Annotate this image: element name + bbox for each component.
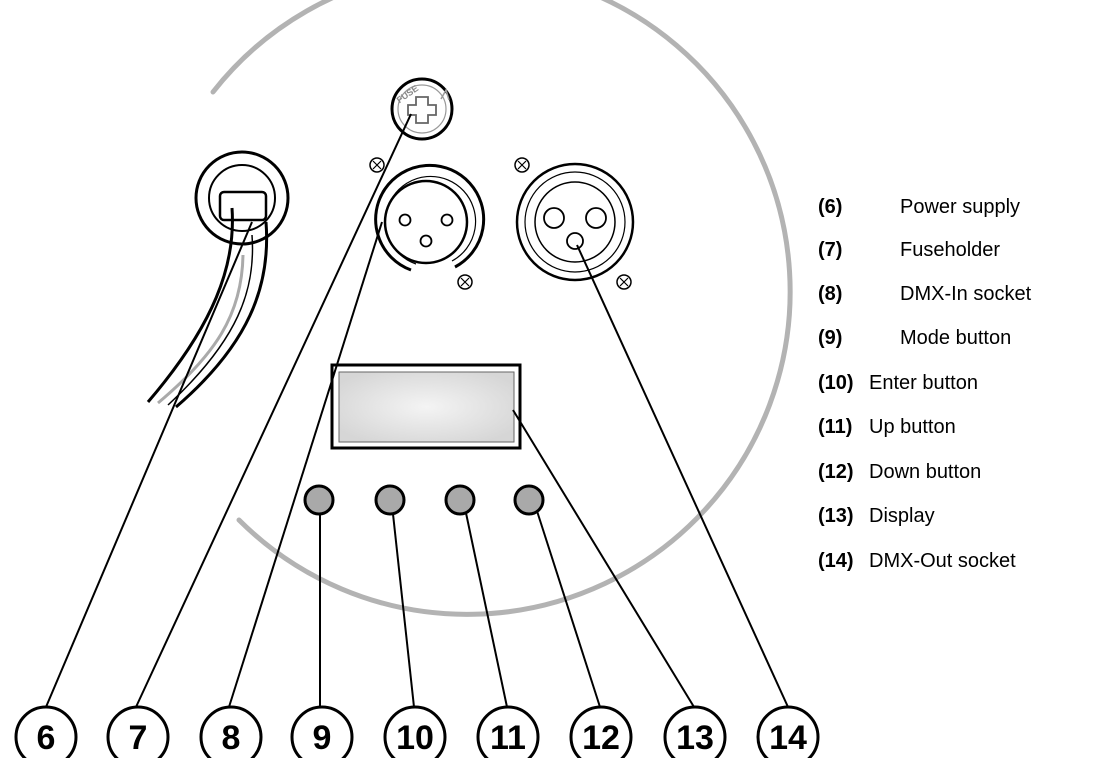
legend-label: Display bbox=[869, 505, 935, 527]
callout-10-number: 10 bbox=[396, 719, 434, 757]
legend-item: (7) Fuseholder bbox=[818, 239, 1000, 261]
legend-label: Enter button bbox=[869, 372, 978, 394]
callout-11: 11 bbox=[476, 705, 540, 758]
legend-item: (8) DMX-In socket bbox=[818, 283, 1032, 305]
legend-item: (6) Power supply bbox=[818, 196, 1020, 218]
down-button bbox=[513, 484, 545, 516]
legend-label: Mode button bbox=[900, 327, 1011, 349]
callout-14-number: 14 bbox=[769, 719, 807, 757]
legend: (6) Power supply (7) Fuseholder (8) DMX-… bbox=[818, 196, 1032, 572]
legend-number: (13) bbox=[818, 505, 854, 527]
legend-label: DMX-Out socket bbox=[869, 550, 1016, 572]
fuseholder: FUSE bbox=[390, 77, 454, 141]
callout-11-number: 11 bbox=[490, 719, 526, 757]
legend-number: (9) bbox=[818, 327, 842, 349]
housing-outline bbox=[210, 0, 793, 617]
legend-item: (11) Up button bbox=[818, 416, 956, 438]
callout-7: 7 bbox=[106, 705, 170, 758]
callout-14: 14 bbox=[756, 705, 820, 758]
up-button bbox=[444, 484, 476, 516]
display bbox=[330, 363, 522, 450]
dmx-out-socket bbox=[514, 157, 635, 290]
callouts: 6 7 8 9 10 11 12 13 bbox=[14, 705, 820, 758]
dmx-in-socket bbox=[369, 157, 486, 290]
callout-13-number: 13 bbox=[676, 719, 714, 757]
legend-number: (7) bbox=[818, 239, 842, 261]
legend-number: (8) bbox=[818, 283, 842, 305]
legend-number: (11) bbox=[818, 416, 852, 438]
callout-7-number: 7 bbox=[129, 719, 148, 757]
legend-item: (13) Display bbox=[818, 505, 935, 527]
legend-label: Up button bbox=[869, 416, 956, 438]
callout-8-number: 8 bbox=[222, 719, 241, 757]
enter-button bbox=[374, 484, 406, 516]
callout-8: 8 bbox=[199, 705, 263, 758]
callout-6-number: 6 bbox=[37, 719, 56, 757]
callout-12-number: 12 bbox=[582, 719, 620, 757]
callout-9: 9 bbox=[290, 705, 354, 758]
legend-number: (14) bbox=[818, 550, 854, 572]
legend-label: Fuseholder bbox=[900, 239, 1000, 261]
callout-10: 10 bbox=[383, 705, 447, 758]
legend-item: (10) Enter button bbox=[818, 372, 978, 394]
callout-9-number: 9 bbox=[313, 719, 332, 757]
legend-label: Down button bbox=[869, 461, 981, 483]
legend-label: Power supply bbox=[900, 196, 1020, 218]
legend-item: (12) Down button bbox=[818, 461, 981, 483]
legend-item: (14) DMX-Out socket bbox=[818, 550, 1016, 572]
callout-6: 6 bbox=[14, 705, 78, 758]
legend-label: DMX-In socket bbox=[900, 283, 1032, 305]
legend-number: (6) bbox=[818, 196, 842, 218]
callout-12: 12 bbox=[569, 705, 633, 758]
legend-number: (10) bbox=[818, 372, 854, 394]
legend-number: (12) bbox=[818, 461, 854, 483]
leader-lines bbox=[45, 113, 789, 708]
legend-item: (9) Mode button bbox=[818, 327, 1011, 349]
mode-button bbox=[303, 484, 335, 516]
callout-13: 13 bbox=[663, 705, 727, 758]
power-cable bbox=[146, 150, 290, 409]
